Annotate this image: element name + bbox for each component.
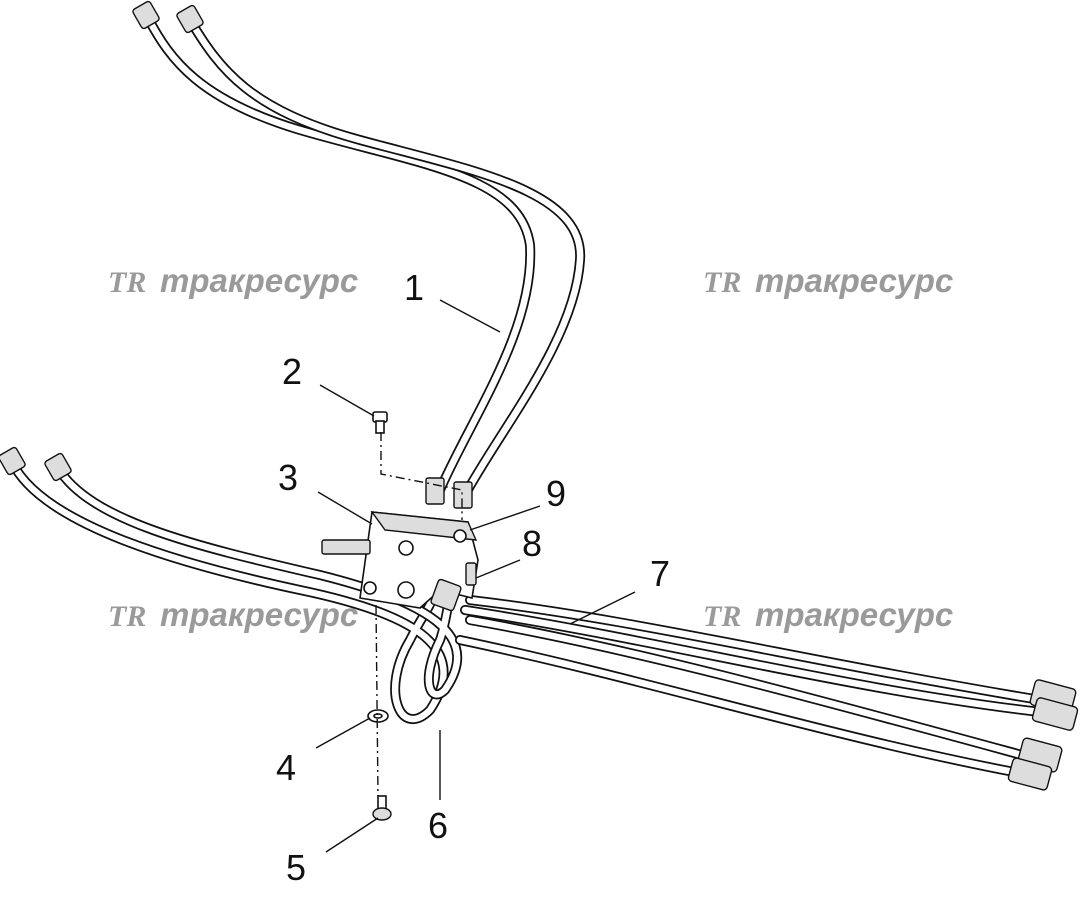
- hose-7-group: [455, 595, 1079, 791]
- plug-icon: [465, 562, 477, 586]
- assembly-centerline: [375, 604, 379, 797]
- callout-7: 7: [650, 553, 670, 594]
- bolt-5: [372, 795, 392, 821]
- port-icon: [397, 581, 415, 599]
- fitting-icon: [44, 452, 72, 482]
- leader-line-1: [439, 299, 501, 333]
- bolt-shank-icon: [375, 420, 385, 434]
- elbow-fitting-icon: [430, 578, 462, 612]
- callout-6: 6: [428, 805, 448, 846]
- bolt-2: [372, 411, 388, 434]
- fitting-icon: [176, 4, 204, 34]
- port-fitting-icon: [321, 539, 371, 555]
- valve-block: [321, 511, 479, 612]
- watermark-top-left: TR тракресурс: [108, 262, 358, 299]
- leader-line-4: [315, 717, 371, 749]
- watermark-logo: TR: [108, 266, 146, 299]
- fitting-icon: [132, 0, 160, 30]
- watermark-text: тракресурс: [755, 262, 953, 299]
- callout-9: 9: [546, 473, 566, 514]
- watermark-bottom-left: TR тракресурс: [108, 596, 358, 633]
- bolt-head-icon: [372, 807, 392, 821]
- fitting-icon: [0, 446, 26, 476]
- watermark-logo: TR: [703, 266, 741, 299]
- fitting-icon: [453, 481, 473, 509]
- leader-line-8: [475, 559, 521, 579]
- watermark-text: тракресурс: [160, 262, 358, 299]
- leader-line-3: [317, 491, 373, 525]
- washer-hole: [373, 713, 383, 719]
- callout-3: 3: [278, 457, 298, 498]
- fitting-icon: [1007, 757, 1053, 791]
- port-icon: [363, 581, 377, 595]
- watermark-text: тракресурс: [160, 596, 358, 633]
- bolt-head-icon: [398, 540, 414, 556]
- leader-line-5: [325, 817, 379, 853]
- watermark-logo: TR: [108, 600, 146, 633]
- callout-1: 1: [404, 267, 424, 308]
- valve-block-top-face: [370, 511, 478, 541]
- fitting-icon: [425, 477, 445, 505]
- watermark-bottom-right: TR тракресурс: [703, 596, 953, 633]
- fitting-icon: [1031, 697, 1079, 731]
- hose-6-pair: [0, 446, 463, 724]
- leader-line-7: [569, 591, 636, 625]
- watermark-top-right: TR тракресурс: [703, 262, 953, 299]
- leader-line-2: [319, 384, 375, 417]
- port-icon: [453, 529, 467, 543]
- callout-4: 4: [276, 747, 296, 788]
- hose-1-pair: [132, 0, 586, 509]
- callout-5: 5: [286, 847, 306, 888]
- callout-8: 8: [522, 523, 542, 564]
- callout-2: 2: [282, 351, 302, 392]
- assembly-centerline: [380, 432, 463, 520]
- leader-line-9: [469, 505, 541, 531]
- watermark-text: тракресурс: [755, 596, 953, 633]
- watermark-logo: TR: [703, 600, 741, 633]
